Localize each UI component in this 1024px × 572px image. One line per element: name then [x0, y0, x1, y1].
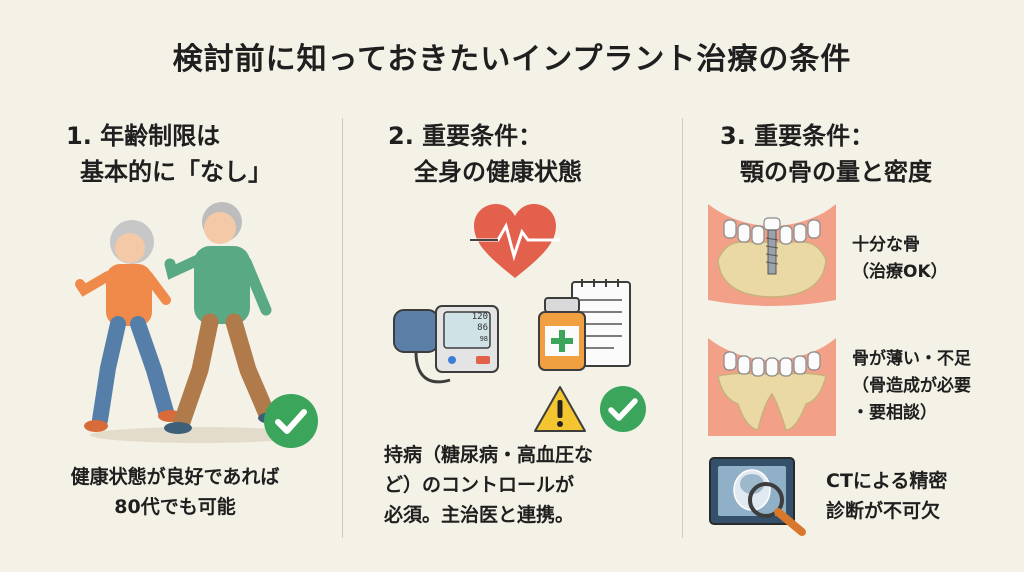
column-1-caption-line2: 80代でも可能: [114, 496, 236, 518]
column-2-heading: 2. 重要条件： 全身の健康状態: [388, 118, 582, 190]
column-1-heading: 1. 年齢制限は 基本的に「なし」: [66, 118, 272, 190]
heart-icon: [470, 204, 560, 278]
sufficient-bone-illustration: [708, 204, 836, 306]
monitor-readout: 120 86 98: [448, 312, 488, 345]
page-title: 検討前に知っておきたいインプラント治療の条件: [172, 42, 852, 77]
divider-left: [342, 118, 343, 538]
sufficient-bone-line1: 十分な骨: [852, 235, 920, 255]
column-3-heading-line2: 顎の骨の量と密度: [740, 158, 932, 186]
woman-figure: [75, 220, 182, 432]
sufficient-bone-line2: （治療OK）: [852, 262, 948, 282]
column-2-caption-line1: 持病（糖尿病・高血圧な: [384, 444, 594, 466]
thin-bone-line2: （骨造成が必要: [852, 376, 971, 396]
thin-bone-illustration: [708, 338, 836, 436]
column-1-caption: 健康状態が良好であれば 80代でも可能: [40, 462, 310, 522]
thin-bone-label: 骨が薄い・不足 （骨造成が必要 ・要相談）: [852, 346, 971, 427]
monitor-value-sys: 120: [471, 312, 488, 322]
divider-right: [682, 118, 683, 538]
thin-bone-line3: ・要相談）: [852, 403, 937, 423]
medicine-bottle-icon: [538, 297, 586, 371]
column-2-caption-line3: 必須。主治医と連携。: [384, 504, 575, 526]
thin-bone-line1: 骨が薄い・不足: [852, 349, 971, 369]
elderly-couple-illustration: [75, 202, 310, 443]
check-icon: [264, 394, 318, 448]
column-1-caption-line1: 健康状態が良好であれば: [70, 466, 280, 488]
sufficient-bone-label: 十分な骨 （治療OK）: [852, 232, 948, 286]
column-2-heading-line2: 全身の健康状態: [414, 158, 582, 186]
column-2-caption-line2: ど）のコントロールが: [384, 474, 575, 496]
column-3-heading: 3. 重要条件： 顎の骨の量と密度: [720, 118, 932, 190]
column-2-heading-line1: 2. 重要条件：: [388, 122, 543, 150]
column-3-heading-line1: 3. 重要条件：: [720, 122, 875, 150]
ct-line2: 診断が不可欠: [826, 500, 941, 522]
monitor-value-dia: 86: [477, 323, 488, 333]
man-figure: [164, 202, 286, 434]
blood-pressure-monitor-icon: [393, 305, 499, 384]
column-1-heading-line1: 1. 年齢制限は: [66, 122, 221, 150]
monitor-value-pulse: 98: [479, 335, 488, 343]
column-1-heading-line2: 基本的に「なし」: [80, 158, 272, 186]
ct-label: CTによる精密 診断が不可欠: [826, 466, 947, 526]
warning-icon: [534, 386, 586, 432]
column-2-caption: 持病（糖尿病・高血圧な ど）のコントロールが 必須。主治医と連携。: [384, 440, 593, 530]
ct-scan-icon: [709, 457, 806, 536]
ct-line1: CTによる精密: [826, 470, 948, 492]
check-icon: [600, 386, 646, 432]
